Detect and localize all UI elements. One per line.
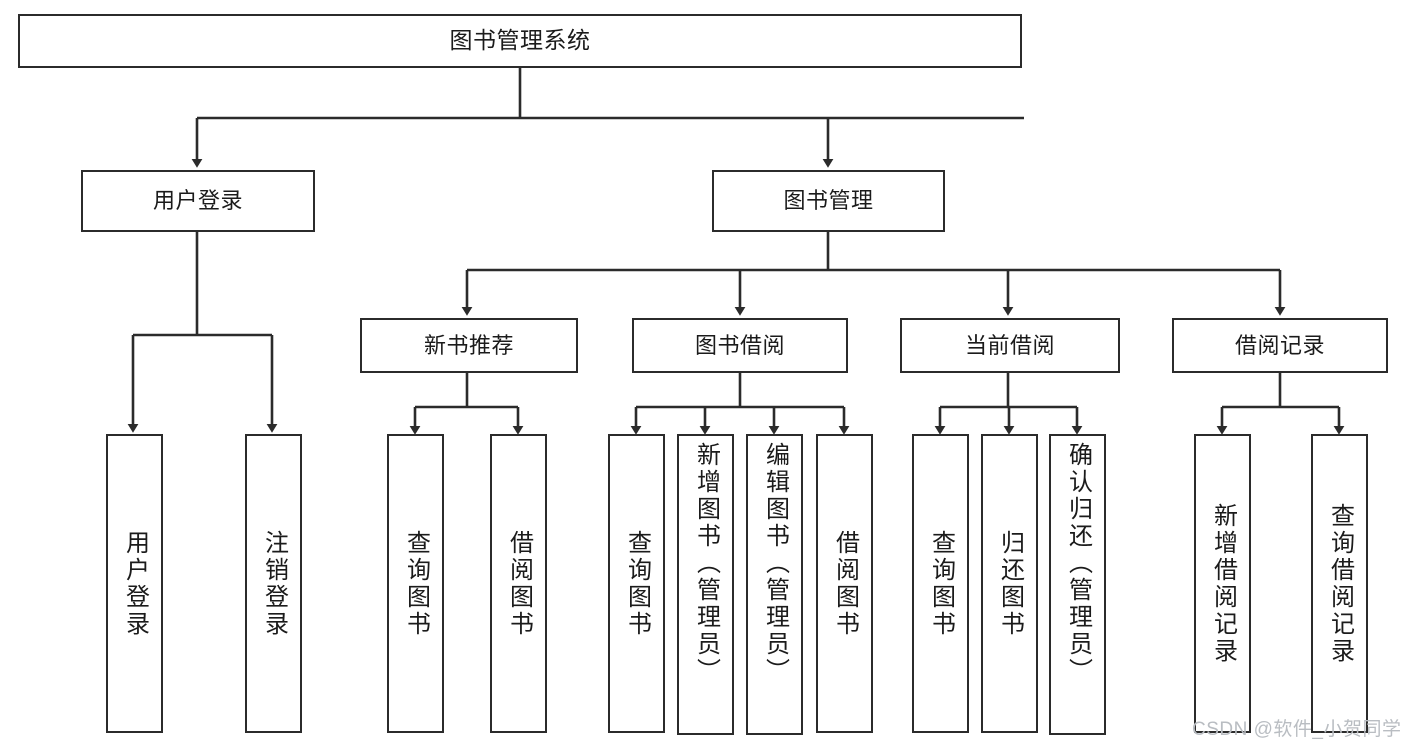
node-leaf-add-book[interactable]: 新增图书（管理员） — [677, 434, 734, 735]
node-leaf-query-book-2-label: 查询图书 — [623, 529, 651, 638]
node-leaf-user-login-label: 用户登录 — [121, 529, 149, 638]
node-new-book-recommend[interactable]: 新书推荐 — [360, 318, 578, 373]
node-current-borrow[interactable]: 当前借阅 — [900, 318, 1120, 373]
node-leaf-return-book[interactable]: 归还图书 — [981, 434, 1038, 733]
edges-new-book-recommend — [409, 373, 524, 435]
node-leaf-add-record-label: 新增借阅记录 — [1209, 502, 1237, 665]
node-leaf-query-book-3[interactable]: 查询图书 — [912, 434, 969, 733]
node-book-management-label: 图书管理 — [783, 188, 874, 214]
node-new-book-recommend-label: 新书推荐 — [423, 332, 514, 358]
edges-borrow-record — [1216, 373, 1345, 435]
node-leaf-confirm-return-label: 确认归还（管理员） — [1064, 442, 1092, 685]
node-leaf-borrow-book-1[interactable]: 借阅图书 — [490, 434, 547, 733]
edges-root — [191, 68, 1024, 168]
node-book-borrow-label: 图书借阅 — [694, 332, 785, 358]
node-book-borrow[interactable]: 图书借阅 — [632, 318, 848, 373]
node-leaf-user-login[interactable]: 用户登录 — [106, 434, 163, 733]
node-leaf-edit-book[interactable]: 编辑图书（管理员） — [746, 434, 803, 735]
node-leaf-return-book-label: 归还图书 — [996, 529, 1024, 638]
node-leaf-query-book-2[interactable]: 查询图书 — [608, 434, 665, 733]
node-leaf-query-book-3-label: 查询图书 — [927, 529, 955, 638]
node-leaf-borrow-book-2[interactable]: 借阅图书 — [816, 434, 873, 733]
edges-book-borrow — [630, 373, 850, 435]
node-root[interactable]: 图书管理系统 — [18, 14, 1022, 68]
node-leaf-logout-login[interactable]: 注销登录 — [245, 434, 302, 733]
node-root-label: 图书管理系统 — [449, 27, 591, 54]
edges-current-borrow — [934, 373, 1083, 435]
node-leaf-add-record[interactable]: 新增借阅记录 — [1194, 434, 1251, 733]
node-leaf-query-book-1-label: 查询图书 — [402, 529, 430, 638]
node-book-management[interactable]: 图书管理 — [712, 170, 945, 232]
node-user-login[interactable]: 用户登录 — [81, 170, 315, 232]
node-leaf-edit-book-label: 编辑图书（管理员） — [761, 442, 789, 685]
edges-user-login — [127, 232, 278, 433]
node-current-borrow-label: 当前借阅 — [964, 332, 1055, 358]
node-leaf-query-record-label: 查询借阅记录 — [1326, 502, 1354, 665]
node-leaf-borrow-book-1-label: 借阅图书 — [505, 529, 533, 638]
edges-book-management — [461, 232, 1286, 316]
node-leaf-logout-login-label: 注销登录 — [260, 529, 288, 638]
node-leaf-query-book-1[interactable]: 查询图书 — [387, 434, 444, 733]
node-borrow-record-label: 借阅记录 — [1234, 332, 1325, 358]
csdn-watermark: CSDN @软件_小贺同学 — [1192, 719, 1402, 740]
node-leaf-add-book-label: 新增图书（管理员） — [692, 442, 720, 685]
node-leaf-borrow-book-2-label: 借阅图书 — [831, 529, 859, 638]
node-leaf-confirm-return[interactable]: 确认归还（管理员） — [1049, 434, 1106, 735]
node-leaf-query-record[interactable]: 查询借阅记录 — [1311, 434, 1368, 733]
node-borrow-record[interactable]: 借阅记录 — [1172, 318, 1388, 373]
node-user-login-label: 用户登录 — [152, 188, 243, 214]
